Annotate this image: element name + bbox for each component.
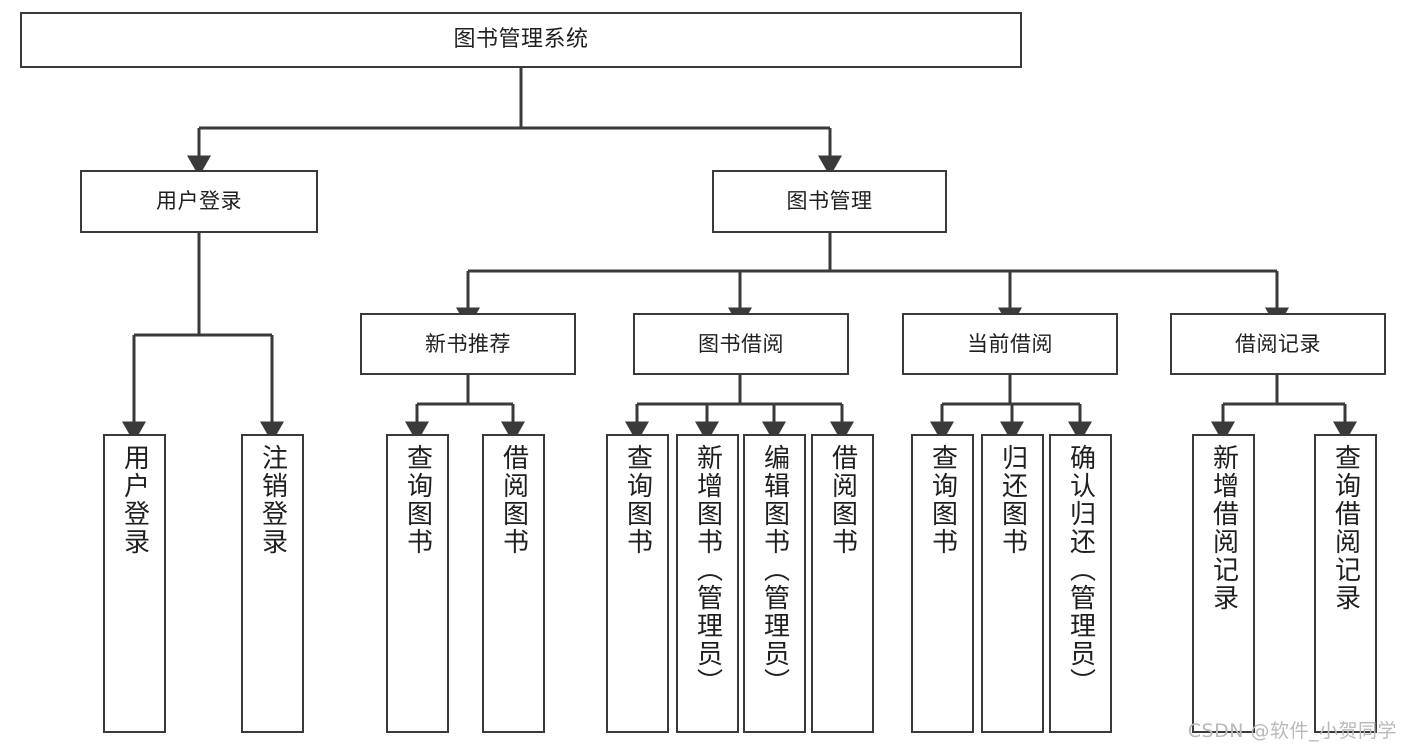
node-leaf-query-record-label: 查询借阅记录 (1330, 444, 1361, 612)
node-leaf-add-record[interactable]: 新增借阅记录 (1192, 434, 1255, 733)
node-current-borrow-label: 当前借阅 (967, 331, 1053, 356)
node-new-book-recommend[interactable]: 新书推荐 (360, 313, 576, 375)
node-leaf-query-book-3[interactable]: 查询图书 (911, 434, 974, 733)
node-leaf-user-login[interactable]: 用户登录 (103, 434, 166, 733)
node-leaf-query-book-1-label: 查询图书 (402, 444, 433, 556)
node-borrow-record-label: 借阅记录 (1235, 331, 1321, 356)
node-leaf-edit-book-label: 编辑图书（管理员） (759, 444, 790, 696)
node-leaf-query-record[interactable]: 查询借阅记录 (1314, 434, 1377, 733)
node-leaf-edit-book[interactable]: 编辑图书（管理员） (743, 434, 806, 733)
node-leaf-query-book-2[interactable]: 查询图书 (606, 434, 669, 733)
node-leaf-confirm-return-label: 确认归还（管理员） (1065, 444, 1096, 696)
node-leaf-return-book-label: 归还图书 (997, 444, 1028, 556)
node-leaf-user-login-label: 用户登录 (119, 444, 150, 556)
node-borrow-record[interactable]: 借阅记录 (1170, 313, 1386, 375)
node-leaf-add-record-label: 新增借阅记录 (1208, 444, 1239, 612)
node-book-manage-label: 图书管理 (786, 189, 873, 214)
node-leaf-confirm-return[interactable]: 确认归还（管理员） (1049, 434, 1112, 733)
node-leaf-borrow-book-1[interactable]: 借阅图书 (482, 434, 545, 733)
node-leaf-logout-label: 注销登录 (257, 444, 288, 556)
node-book-borrow-label: 图书借阅 (698, 331, 784, 356)
node-user-login[interactable]: 用户登录 (80, 170, 318, 233)
node-leaf-return-book[interactable]: 归还图书 (981, 434, 1044, 733)
node-root-label: 图书管理系统 (453, 27, 589, 53)
node-leaf-borrow-book-2[interactable]: 借阅图书 (811, 434, 874, 733)
node-leaf-borrow-book-2-label: 借阅图书 (827, 444, 858, 556)
node-book-borrow[interactable]: 图书借阅 (633, 313, 849, 375)
node-leaf-query-book-2-label: 查询图书 (622, 444, 653, 556)
node-current-borrow[interactable]: 当前借阅 (902, 313, 1118, 375)
node-leaf-add-book[interactable]: 新增图书（管理员） (676, 434, 739, 733)
node-leaf-query-book-1[interactable]: 查询图书 (386, 434, 449, 733)
node-leaf-add-book-label: 新增图书（管理员） (692, 444, 723, 696)
node-leaf-query-book-3-label: 查询图书 (927, 444, 958, 556)
node-user-login-label: 用户登录 (156, 189, 242, 214)
node-leaf-logout[interactable]: 注销登录 (241, 434, 304, 733)
node-book-manage[interactable]: 图书管理 (712, 170, 947, 233)
node-root[interactable]: 图书管理系统 (20, 12, 1022, 68)
node-leaf-borrow-book-1-label: 借阅图书 (498, 444, 529, 556)
node-new-book-recommend-label: 新书推荐 (425, 331, 511, 356)
